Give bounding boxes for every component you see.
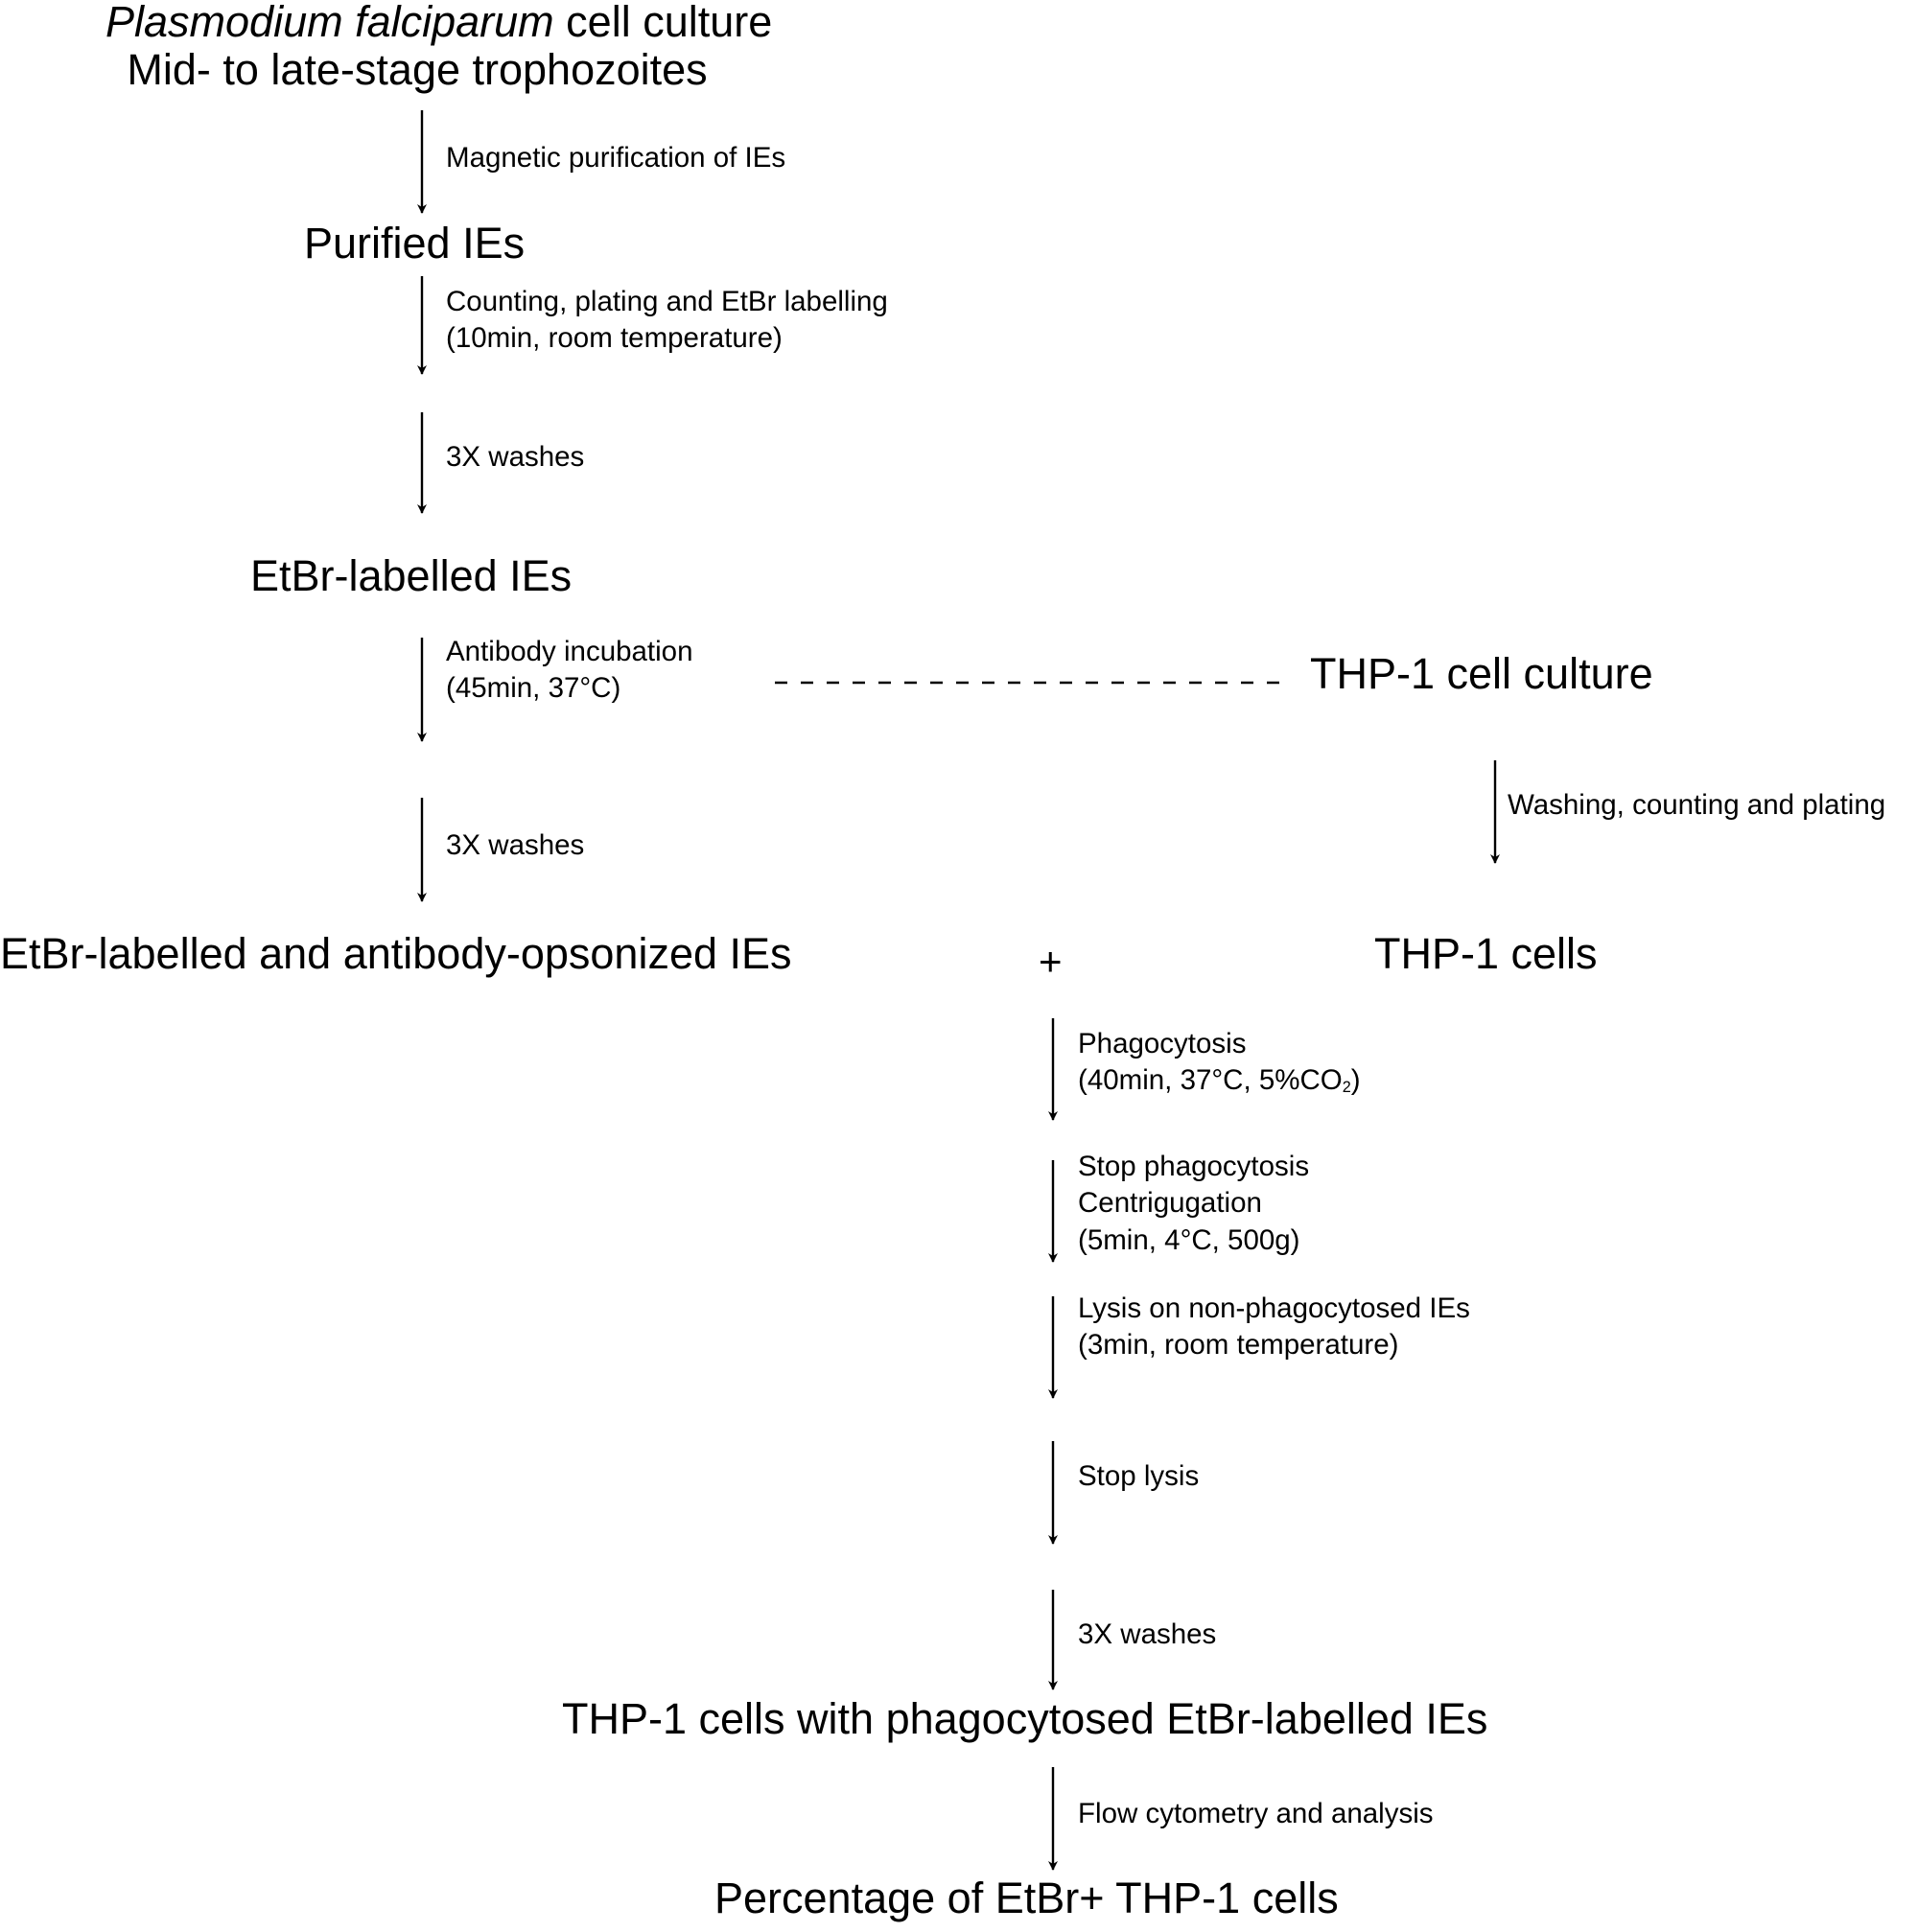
culture-title: Plasmodium falciparum cell culture xyxy=(105,0,772,46)
thp1-culture-node: THP-1 cell culture xyxy=(1310,649,1653,698)
step-counting-line1: Counting, plating and EtBr labelling xyxy=(446,286,888,317)
step-phagocytosis-line1: Phagocytosis xyxy=(1078,1028,1247,1059)
result-node: Percentage of EtBr+ THP-1 cells xyxy=(714,1874,1339,1922)
step-counting-labelling: Counting, plating and EtBr labelling (10… xyxy=(446,284,888,358)
plus-sign: + xyxy=(1039,939,1063,984)
step-stop-lysis: Stop lysis xyxy=(1078,1460,1200,1492)
etbr-labelled-ies-node: EtBr-labelled IEs xyxy=(250,551,573,600)
thp1-cells-node: THP-1 cells xyxy=(1374,929,1598,978)
step-thp-washing: Washing, counting and plating xyxy=(1508,789,1886,821)
step-washes-1: 3X washes xyxy=(446,441,585,473)
step-antibody-line2: (45min, 37°C) xyxy=(446,672,621,705)
culture-title-rest: cell culture xyxy=(553,0,773,46)
step-stop-phagocytosis: Stop phagocytosis Centrigugation (5min, … xyxy=(1078,1149,1309,1259)
culture-subtitle: Mid- to late-stage trophozoites xyxy=(127,45,708,95)
species-name: Plasmodium falciparum xyxy=(105,0,554,46)
step-stop-phago-line1: Stop phagocytosis xyxy=(1078,1151,1310,1182)
step-counting-line2: (10min, room temperature) xyxy=(446,322,783,355)
opsonized-ies-node: EtBr-labelled and antibody-opsonized IEs xyxy=(0,929,792,978)
step-washes-3: 3X washes xyxy=(1078,1618,1217,1650)
step-stop-phago-line2: Centrigugation xyxy=(1078,1187,1262,1220)
step-washes-2: 3X washes xyxy=(446,829,585,861)
step-phagocytosis: Phagocytosis (40min, 37°C, 5%CO2) xyxy=(1078,1026,1361,1100)
thp1-with-ies-node: THP-1 cells with phagocytosed EtBr-label… xyxy=(562,1694,1488,1743)
purified-ies-node: Purified IEs xyxy=(304,219,526,268)
step-flow-cytometry: Flow cytometry and analysis xyxy=(1078,1798,1434,1829)
step-lysis-line2: (3min, room temperature) xyxy=(1078,1329,1399,1362)
step-magnetic-purification: Magnetic purification of IEs xyxy=(446,142,786,174)
step-stop-phago-line3: (5min, 4°C, 500g) xyxy=(1078,1223,1300,1256)
step-lysis-line1: Lysis on non-phagocytosed IEs xyxy=(1078,1292,1470,1324)
step-phagocytosis-line2: (40min, 37°C, 5%CO2) xyxy=(1078,1064,1361,1097)
step-antibody-line1: Antibody incubation xyxy=(446,636,693,667)
culture-node: Plasmodium falciparum cell culture Mid- … xyxy=(105,0,772,95)
step-lysis: Lysis on non-phagocytosed IEs (3min, roo… xyxy=(1078,1291,1470,1364)
step-antibody-incubation: Antibody incubation (45min, 37°C) xyxy=(446,634,693,708)
